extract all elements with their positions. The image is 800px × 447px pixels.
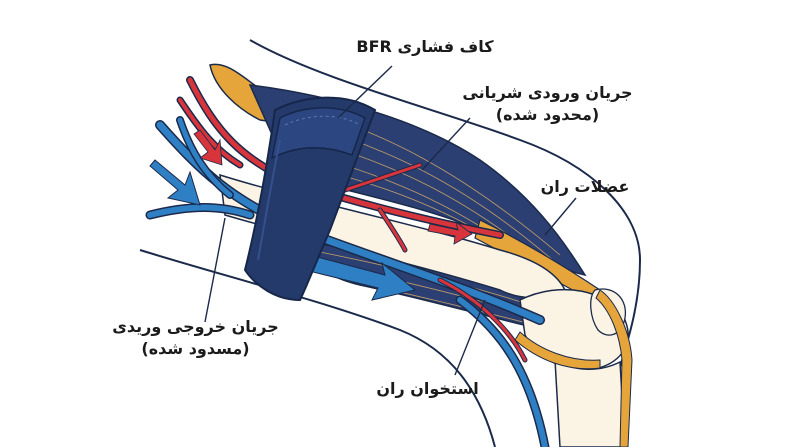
label-femur: استخوان ران (370, 378, 485, 400)
label-arterial-inflow: جریان ورودی شریانی (محدود شده) (455, 82, 640, 126)
label-arterial-line1: جریان ورودی شریانی (462, 83, 633, 102)
label-muscles-text: عضلات ران (540, 177, 630, 196)
label-arterial-line2: (محدود شده) (495, 105, 600, 124)
arterial-arrow-in (193, 129, 223, 166)
label-venous-outflow: جریان خروجی وریدی (مسدود شده) (108, 316, 283, 360)
label-venous-line2: (مسدود شده) (141, 339, 250, 358)
knee-tendon (595, 289, 633, 447)
knee-cartilage (514, 331, 601, 370)
label-bfr-cuff: کاف فشاری BFR (345, 36, 505, 58)
arterial-arrow-out (427, 221, 473, 245)
leader-lines (204, 65, 577, 376)
venous-inflow-arrow (149, 159, 201, 206)
label-bfr-cuff-text: کاف فشاری BFR (356, 37, 494, 56)
venous-arrow (304, 254, 417, 301)
bfr-cuff-highlight (257, 139, 281, 261)
label-venous-line1: جریان خروجی وریدی (112, 317, 279, 336)
label-thigh-muscles: عضلات ران (530, 176, 640, 198)
bfr-cuff-stitch (284, 115, 359, 126)
bfr-cuff-strap (270, 107, 366, 160)
label-femur-text: استخوان ران (376, 379, 479, 398)
tibia-bone (554, 358, 626, 447)
skin-outline-lower (139, 249, 496, 447)
